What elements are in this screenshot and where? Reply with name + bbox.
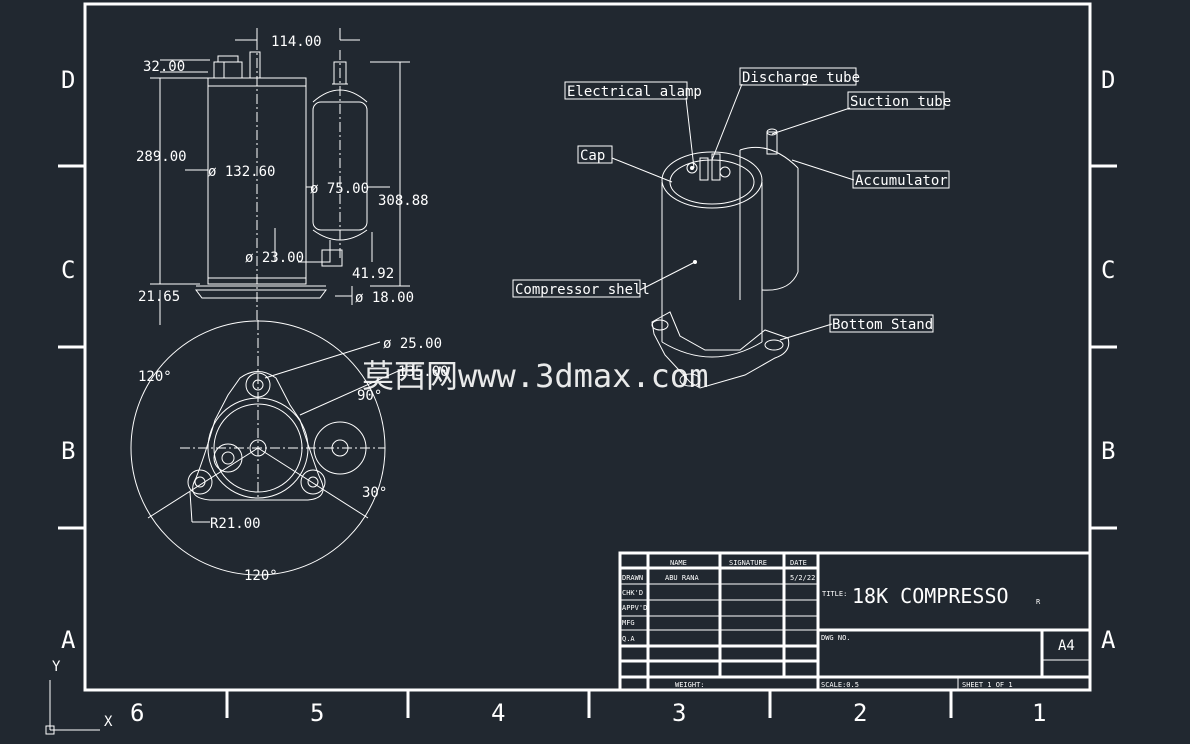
tb-row-qa: Q.A: [622, 635, 635, 643]
zone-col-3: 3: [672, 699, 686, 727]
callout-discharge[interactable]: Discharge tube: [742, 70, 860, 86]
callout-suction-box: [847, 91, 945, 110]
dim-hole-25: ø 25.00: [383, 336, 442, 352]
dim-18: ø 18.00: [355, 290, 414, 306]
callout-stand-box: [829, 314, 934, 333]
tb-title[interactable]: 18K COMPRESSO: [852, 584, 1009, 608]
zone-col-4: 4: [491, 699, 505, 727]
callout-accumulator-box: [852, 170, 950, 189]
tb-header-date: DATE: [790, 559, 807, 567]
radius-21: R21.00: [210, 516, 261, 532]
tb-title-suffix: R: [1036, 598, 1041, 606]
tb-scale: SCALE:0.5: [821, 681, 859, 689]
dim-132: ø 132.60: [208, 164, 275, 180]
dim-289: 289.00: [136, 149, 187, 165]
ucs-y-label: Y: [52, 659, 61, 675]
tb-size: A4: [1058, 638, 1075, 654]
zone-row-a-left: A: [61, 626, 76, 654]
callout-cap[interactable]: Cap: [580, 148, 605, 164]
callout-cap-box: [577, 145, 613, 164]
dim-41-92: 41.92: [352, 266, 394, 282]
zone-col-2: 2: [853, 699, 867, 727]
dim-114: 114.00: [271, 34, 322, 50]
dim-75: ø 75.00: [310, 181, 369, 197]
zone-row-d-left: D: [61, 66, 75, 94]
zone-col-5: 5: [310, 699, 324, 727]
tb-dwg-label: DWG NO.: [821, 634, 851, 642]
callout-discharge-box: [739, 67, 857, 86]
tb-drawn-date[interactable]: 5/2/22: [790, 574, 815, 582]
angle-120-bottom: 120°: [244, 568, 278, 584]
angle-90: 90°: [357, 388, 382, 404]
zone-row-d-right: D: [1101, 66, 1115, 94]
zone-row-b-right: B: [1101, 437, 1115, 465]
zone-row-c-left: C: [61, 256, 75, 284]
tb-weight-label: WEIGHT:: [675, 681, 705, 689]
tb-header-name: NAME: [670, 559, 687, 567]
ucs-x-label: X: [104, 714, 113, 730]
callout-suction[interactable]: Suction tube: [850, 94, 951, 110]
tb-row-mfg: MFG: [622, 619, 635, 627]
zone-ticks: [58, 164, 1117, 718]
title-block[interactable]: [618, 551, 1092, 692]
tb-row-chkd: CHK'D: [622, 589, 643, 597]
dim-308: 308.88: [378, 193, 429, 209]
angle-30: 30°: [362, 485, 387, 501]
tb-row-drawn: DRAWN: [622, 574, 643, 582]
top-plan-view[interactable]: [130, 320, 406, 576]
callout-electrical-box: [564, 81, 688, 100]
tb-title-label: TITLE:: [822, 590, 847, 598]
callout-shell[interactable]: Compressor shell: [515, 282, 650, 298]
zone-row-b-left: B: [61, 437, 75, 465]
dim-135: 135.00: [398, 364, 449, 380]
ucs-icon: [45, 680, 100, 735]
callout-electrical[interactable]: Electrical alamp: [567, 84, 702, 100]
tb-row-appvd: APPV'D: [622, 604, 647, 612]
dim-21-65: 21.65: [138, 289, 180, 305]
zone-row-c-right: C: [1101, 256, 1115, 284]
callout-shell-box: [512, 279, 641, 298]
dim-32: 32.00: [143, 59, 185, 75]
zone-col-1: 1: [1032, 699, 1046, 727]
dim-23: ø 23.00: [245, 250, 304, 266]
zone-row-a-right: A: [1101, 626, 1116, 654]
callout-stand[interactable]: Bottom Stand: [832, 317, 933, 333]
tb-header-signature: SIGNATURE: [729, 559, 767, 567]
front-elevation-view[interactable]: [150, 28, 410, 325]
zone-col-6: 6: [130, 699, 144, 727]
tb-sheet: SHEET 1 OF 1: [962, 681, 1013, 689]
callout-accumulator[interactable]: Accumulator: [855, 173, 948, 189]
watermark: 莫西网www.3dmax.com: [362, 357, 708, 395]
angle-120-top: 120°: [138, 369, 172, 385]
tb-drawn-name[interactable]: ABU RANA: [665, 574, 700, 582]
isometric-view[interactable]: [611, 83, 855, 389]
